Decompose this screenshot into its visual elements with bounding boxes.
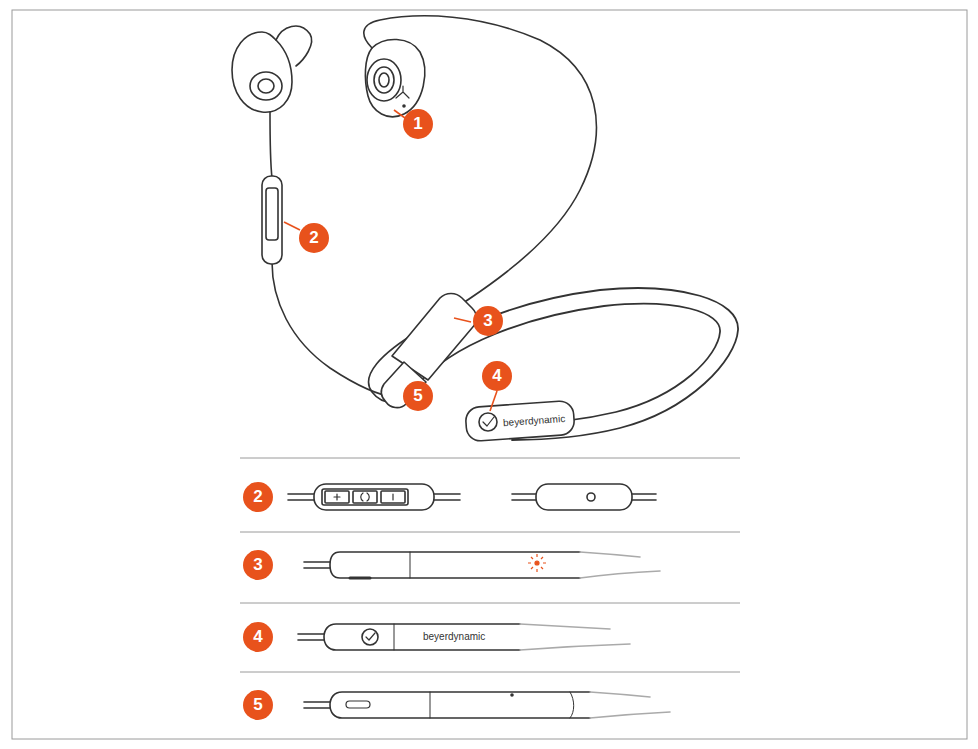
callout-number: 5: [243, 690, 273, 720]
callout-number: 4: [243, 622, 273, 652]
callout-number: 2: [243, 482, 273, 512]
callout-number: 3: [243, 550, 273, 580]
callout-number: 4: [482, 361, 512, 391]
brand-label: beyerdynamic: [422, 631, 486, 643]
callout-number: 3: [473, 306, 503, 336]
callout-number: 2: [299, 223, 329, 253]
callout-number: 1: [403, 109, 433, 139]
frame: [12, 10, 967, 739]
callout-number: 5: [403, 381, 433, 411]
